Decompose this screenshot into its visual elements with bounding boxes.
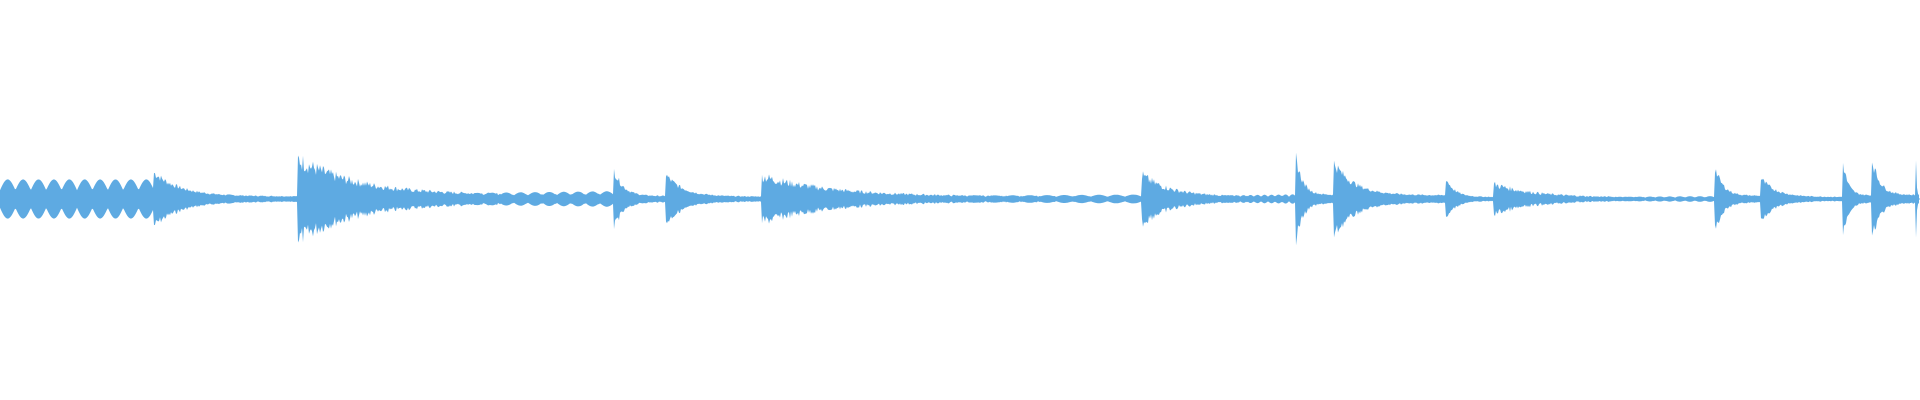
waveform-envelope <box>0 152 1919 246</box>
